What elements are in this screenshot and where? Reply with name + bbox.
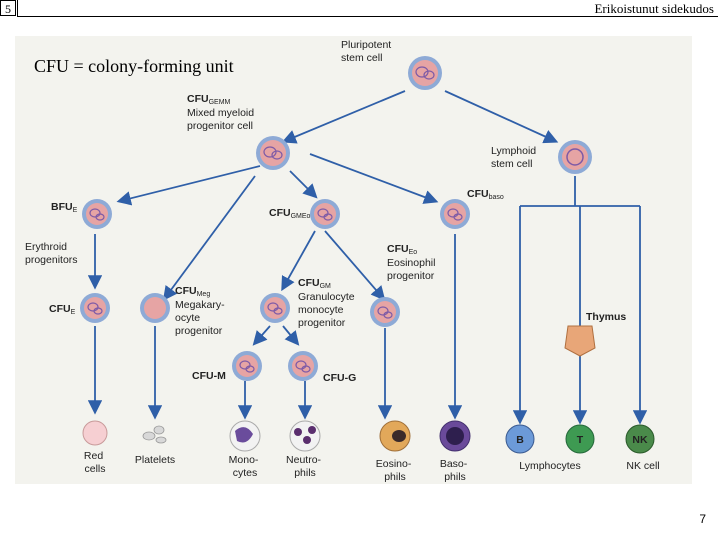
b-cell-label: B — [516, 434, 524, 446]
cfu-baso-label: CFUbaso — [467, 188, 504, 201]
cfu-e-label: CFUE — [49, 303, 76, 316]
nk-cell-label: NK — [632, 434, 648, 446]
cfu-eo-cell — [369, 296, 401, 328]
pluripotent-label: Pluripotent stem cell — [341, 39, 394, 64]
cfu-gm-label: CFUGM Granulocyte monocyte progenitor — [298, 277, 358, 329]
slide-title: Erikoistunut sidekudos — [594, 1, 714, 16]
cfu-gmeo-label: CFUGMEo — [269, 207, 311, 220]
cfu-baso-cell — [439, 198, 471, 230]
neutrophils-label: Neutro- phils — [286, 454, 324, 479]
lymphocytes-label: Lymphocytes — [519, 460, 580, 472]
cfu-eo-label: CFUEo Eosinophil progenitor — [387, 243, 438, 282]
cfu-e-cell — [79, 292, 111, 324]
cfu-m-label: CFU-M — [192, 370, 226, 382]
monocytes-label: Mono- cytes — [229, 454, 262, 479]
header-divider-vertical — [17, 0, 18, 17]
monocyte-icon — [229, 420, 261, 452]
figure-background — [15, 36, 692, 484]
thymus-shape — [564, 325, 596, 357]
cfu-gmeo-cell — [309, 198, 341, 230]
eosinophil-icon — [379, 420, 411, 452]
lymphoid-label: Lymphoid stem cell — [491, 145, 539, 170]
platelets-label: Platelets — [135, 454, 175, 466]
pluripotent-stem-cell — [407, 55, 443, 91]
nk-cell-icon: NK — [625, 424, 655, 454]
thymus-label: Thymus — [586, 311, 626, 323]
red-cell-icon — [82, 420, 108, 446]
cfu-gemm-cell — [255, 135, 291, 171]
erythroid-label: Erythroid progenitors — [25, 241, 78, 266]
basophils-label: Baso- phils — [440, 458, 470, 483]
header-divider — [18, 16, 718, 17]
t-cell-label: T — [577, 434, 584, 446]
nk-cell-text: NK cell — [626, 460, 659, 472]
neutrophil-icon — [289, 420, 321, 452]
platelets-icon — [142, 425, 167, 444]
cfu-m-cell — [231, 350, 263, 382]
cfu-gemm-label: CFUGEMM Mixed myeloid progenitor cell — [187, 93, 257, 132]
page-number: 7 — [699, 512, 706, 526]
cfu-caption: CFU = colony-forming unit — [34, 56, 234, 76]
bfu-e-label: BFUE — [51, 201, 78, 214]
cfu-meg-label: CFUMeg Megakary- ocyte progenitor — [175, 285, 228, 337]
cfu-gm-cell — [259, 292, 291, 324]
b-cell-icon: B — [505, 424, 535, 454]
cfu-meg-cell — [140, 293, 170, 323]
cfu-g-label: CFU-G — [323, 372, 356, 384]
red-cells-label: Red cells — [84, 450, 106, 475]
cfu-g-cell — [287, 350, 319, 382]
eosinophils-label: Eosino- phils — [376, 458, 415, 483]
lymphoid-stem-cell — [558, 140, 592, 174]
slide-number: 5 — [0, 0, 16, 16]
t-cell-icon: T — [565, 424, 595, 454]
lineage-arrows — [87, 90, 648, 425]
basophil-icon — [439, 420, 471, 452]
bfu-e-cell — [81, 198, 113, 230]
hematopoiesis-diagram: B T NK Pluripotent stem cell CFUGEMM Mix… — [15, 36, 692, 484]
